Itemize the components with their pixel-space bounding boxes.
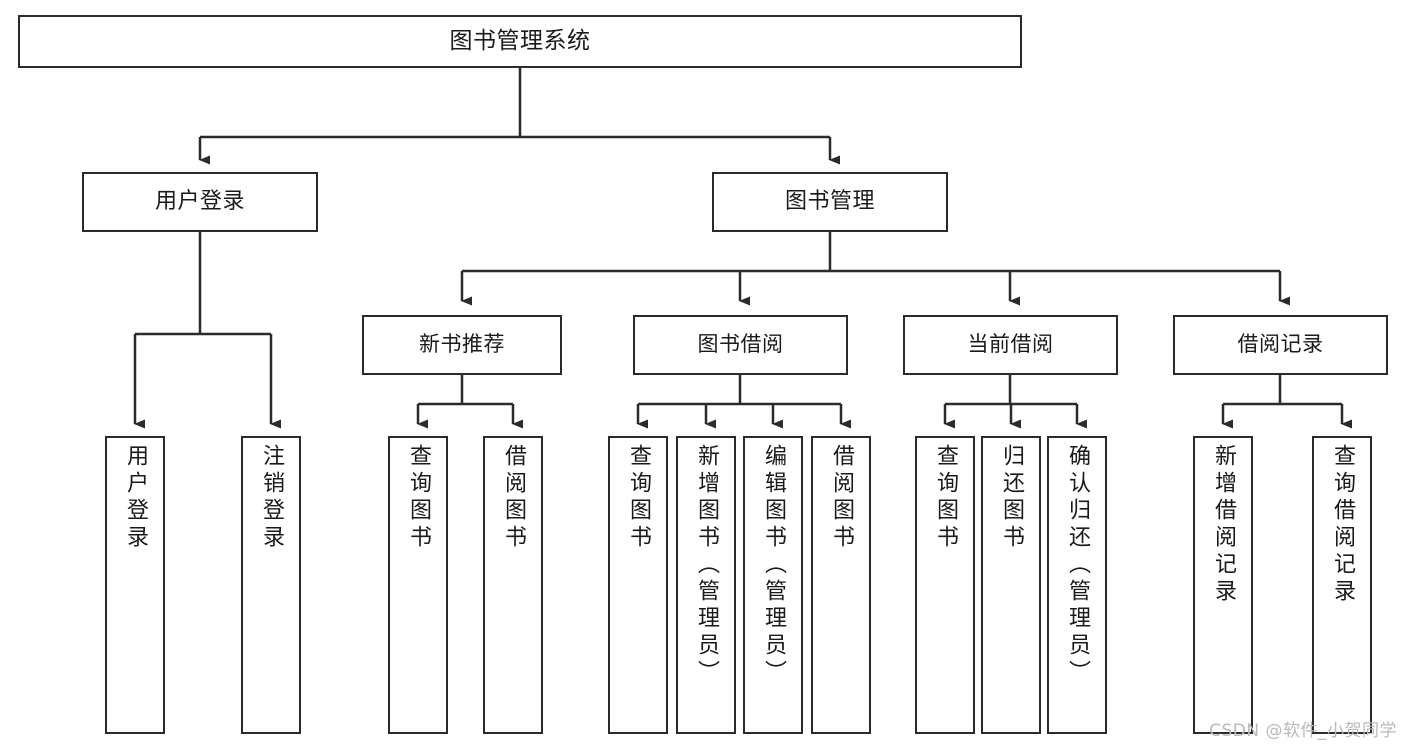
node-leaf-confirm-return-label: 确认归还（管理员） xyxy=(1065,444,1090,687)
node-leaf-logout[interactable]: 注销登录 xyxy=(241,436,301,734)
node-leaf-borrow-book-1[interactable]: 借阅图书 xyxy=(483,436,543,734)
node-user-login[interactable]: 用户登录 xyxy=(82,172,318,232)
node-leaf-user-login[interactable]: 用户登录 xyxy=(105,436,165,734)
node-leaf-confirm-return[interactable]: 确认归还（管理员） xyxy=(1047,436,1107,734)
node-current-borrow-label: 当前借阅 xyxy=(967,332,1054,357)
node-user-login-label: 用户登录 xyxy=(154,188,245,214)
node-leaf-edit-book[interactable]: 编辑图书（管理员） xyxy=(743,436,803,734)
node-leaf-borrow-book-2[interactable]: 借阅图书 xyxy=(811,436,871,734)
node-root-label: 图书管理系统 xyxy=(449,27,591,54)
node-book-management-label: 图书管理 xyxy=(784,188,875,214)
node-book-borrow-label: 图书借阅 xyxy=(697,332,784,357)
node-leaf-return-book[interactable]: 归还图书 xyxy=(981,436,1041,734)
node-leaf-query-book-1[interactable]: 查询图书 xyxy=(388,436,448,734)
node-leaf-query-book-3-label: 查询图书 xyxy=(933,444,958,552)
node-borrow-record-label: 借阅记录 xyxy=(1237,332,1324,357)
node-current-borrow[interactable]: 当前借阅 xyxy=(903,315,1118,375)
node-leaf-query-book-2-label: 查询图书 xyxy=(626,444,651,552)
node-leaf-add-book[interactable]: 新增图书（管理员） xyxy=(676,436,736,734)
node-book-management[interactable]: 图书管理 xyxy=(712,172,948,232)
node-borrow-record[interactable]: 借阅记录 xyxy=(1173,315,1388,375)
node-book-borrow[interactable]: 图书借阅 xyxy=(633,315,848,375)
node-new-book-recommend-label: 新书推荐 xyxy=(419,332,505,357)
node-leaf-add-record[interactable]: 新增借阅记录 xyxy=(1193,436,1253,734)
node-leaf-borrow-book-2-label: 借阅图书 xyxy=(829,444,854,552)
node-leaf-return-book-label: 归还图书 xyxy=(999,444,1024,552)
node-leaf-add-record-label: 新增借阅记录 xyxy=(1211,444,1236,606)
node-root-book-management-system[interactable]: 图书管理系统 xyxy=(18,15,1022,68)
node-leaf-borrow-book-1-label: 借阅图书 xyxy=(501,444,526,552)
node-leaf-query-book-3[interactable]: 查询图书 xyxy=(915,436,975,734)
node-leaf-add-book-label: 新增图书（管理员） xyxy=(694,444,719,687)
node-leaf-query-book-2[interactable]: 查询图书 xyxy=(608,436,668,734)
node-leaf-user-login-label: 用户登录 xyxy=(123,444,148,552)
node-leaf-query-record-label: 查询借阅记录 xyxy=(1330,444,1355,606)
node-leaf-query-book-1-label: 查询图书 xyxy=(406,444,431,552)
node-leaf-query-record[interactable]: 查询借阅记录 xyxy=(1312,436,1372,734)
node-leaf-edit-book-label: 编辑图书（管理员） xyxy=(761,444,786,687)
node-new-book-recommend[interactable]: 新书推荐 xyxy=(362,315,562,375)
node-leaf-logout-label: 注销登录 xyxy=(259,444,284,552)
